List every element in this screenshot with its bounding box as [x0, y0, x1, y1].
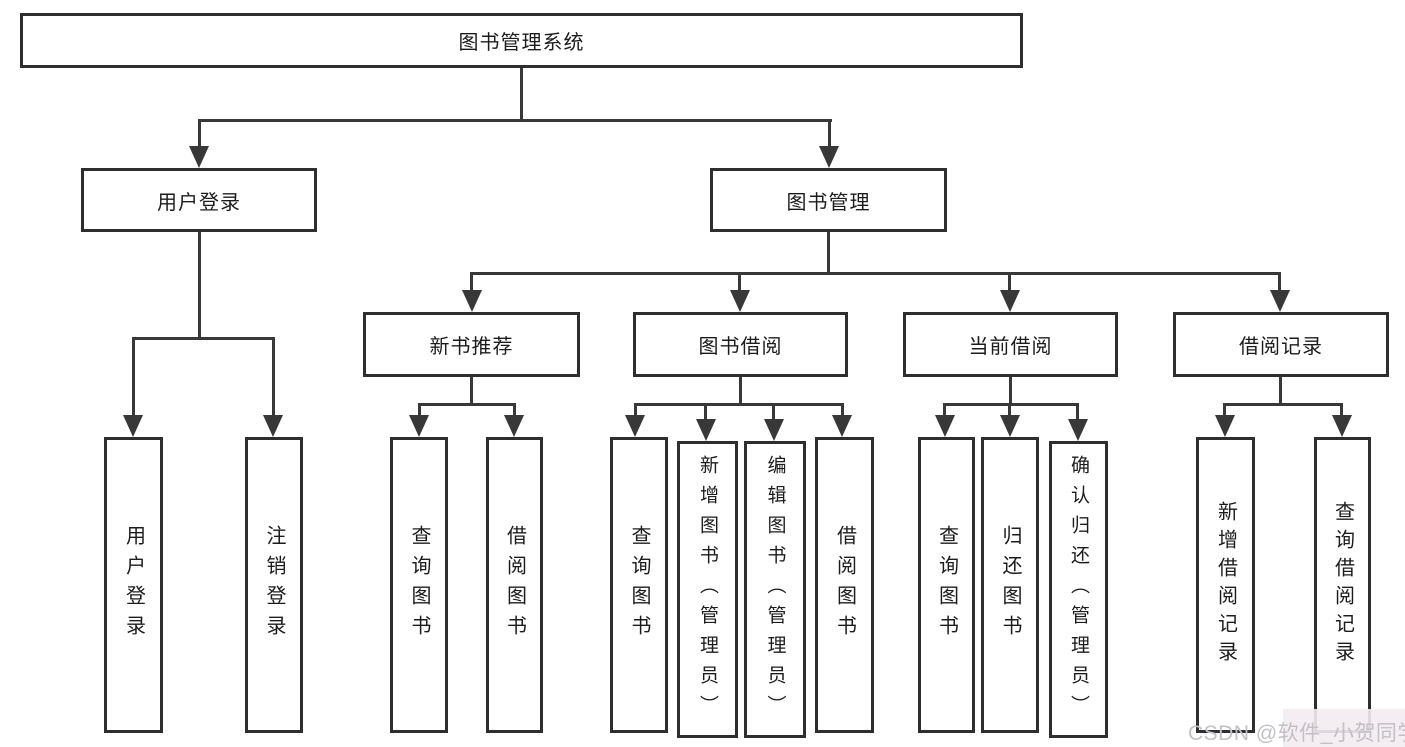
connector-arrow-line: [828, 119, 831, 149]
arrow-down-icon: [462, 290, 482, 312]
watermark-text: CSDN @软件_小贺同学: [1188, 722, 1405, 745]
node-label: 借阅图书: [833, 525, 856, 645]
node-new-book-recommend: 新书推荐: [363, 312, 580, 377]
connector-arrow-line: [1008, 272, 1011, 292]
arrow-down-icon: [819, 146, 839, 168]
node-leaf-nbr-query-books: 查询图书: [390, 437, 448, 733]
arrow-down-icon: [1270, 290, 1290, 312]
node-label: 当前借阅: [968, 336, 1053, 358]
node-leaf-cb-query-books: 查询图书: [918, 437, 975, 733]
arrow-down-icon: [1332, 415, 1352, 437]
connector-book-mgmt-bar: [470, 272, 1281, 275]
node-label: 图书管理: [786, 191, 871, 214]
node-leaf-br-add-record: 新增借阅记录: [1196, 437, 1255, 733]
node-leaf-bb-edit-books-admin: 编辑图书（管理员）: [744, 441, 806, 738]
connector-bb-bar: [634, 403, 843, 406]
node-label: 注销登录: [263, 525, 285, 645]
connector-arrow-line: [772, 403, 775, 421]
node-label: 用户登录: [157, 191, 241, 214]
node-label: 图书管理系统: [458, 32, 585, 54]
arrow-down-icon: [1068, 419, 1088, 441]
arrow-down-icon: [832, 415, 852, 437]
node-borrowing-records: 借阅记录: [1173, 312, 1389, 377]
connector-book-mgmt-stub: [827, 232, 830, 272]
node-label: 查询图书: [935, 525, 958, 645]
node-leaf-bb-borrow-books: 借阅图书: [815, 437, 874, 733]
node-label: 借阅记录: [1239, 336, 1323, 358]
node-leaf-user-login: 用户登录: [104, 437, 163, 733]
node-leaf-cb-return-books: 归还图书: [981, 437, 1039, 733]
node-leaf-bb-add-books-admin: 新增图书（管理员）: [677, 441, 738, 738]
connector-arrow-line: [1223, 403, 1226, 419]
node-label: 图书借阅: [698, 336, 783, 358]
connector-root-stub: [520, 68, 523, 120]
arrow-down-icon: [730, 290, 750, 312]
connector-arrow-line: [1008, 403, 1011, 419]
arrow-down-icon: [123, 415, 143, 437]
node-book-management: 图书管理: [710, 168, 947, 232]
arrow-down-icon: [1000, 290, 1020, 312]
node-leaf-cb-confirm-return-admin: 确认归还（管理员）: [1049, 441, 1108, 738]
connector-arrow-line: [272, 337, 275, 417]
arrow-down-icon: [1000, 415, 1020, 437]
node-label: 确认归还（管理员）: [1068, 454, 1089, 725]
connector-nbr-stub: [470, 377, 473, 403]
node-label: 借阅图书: [503, 525, 526, 645]
node-label: 新书推荐: [429, 336, 514, 358]
connector-user-login-stub: [198, 232, 201, 337]
node-leaf-logout: 注销登录: [245, 437, 303, 733]
node-label: 查询借阅记录: [1331, 501, 1354, 669]
node-label: 归还图书: [999, 525, 1021, 645]
connector-br-stub: [1279, 377, 1282, 403]
connector-arrow-line: [1076, 403, 1079, 421]
connector-arrow-line: [132, 337, 135, 417]
node-current-borrowing: 当前借阅: [903, 312, 1118, 377]
connector-arrow-line: [1278, 272, 1281, 292]
node-book-borrowing: 图书借阅: [633, 312, 848, 377]
arrow-down-icon: [263, 415, 283, 437]
connector-bb-stub: [739, 377, 742, 403]
node-leaf-br-query-record: 查询借阅记录: [1314, 437, 1371, 733]
connector-user-login-bar: [132, 337, 275, 340]
connector-arrow-line: [634, 403, 637, 419]
connector-arrow-line: [1340, 403, 1343, 419]
arrow-down-icon: [504, 415, 524, 437]
arrow-down-icon: [764, 419, 784, 441]
arrow-down-icon: [189, 146, 209, 168]
watermark-backdrop: [1283, 709, 1405, 747]
connector-arrow-line: [470, 272, 473, 292]
connector-br-bar: [1223, 403, 1343, 406]
arrow-down-icon: [935, 415, 955, 437]
connector-arrow-line: [738, 272, 741, 292]
arrow-down-icon: [1215, 415, 1235, 437]
connector-arrow-line: [704, 403, 707, 421]
connector-cb-stub: [1009, 377, 1012, 403]
arrow-down-icon: [696, 419, 716, 441]
connector-nbr-bar: [418, 403, 516, 406]
node-label: 编辑图书（管理员）: [764, 454, 786, 725]
node-leaf-nbr-borrow-books: 借阅图书: [486, 437, 543, 733]
node-library-management-system: 图书管理系统: [20, 13, 1023, 68]
connector-arrow-line: [841, 403, 844, 419]
node-label: 查询图书: [628, 525, 650, 645]
arrow-down-icon: [409, 415, 429, 437]
connector-arrow-line: [513, 403, 516, 419]
connector-root-bar: [198, 119, 832, 122]
node-leaf-bb-query-books: 查询图书: [610, 437, 668, 733]
node-label: 新增借阅记录: [1214, 501, 1237, 669]
node-user-login: 用户登录: [81, 168, 317, 232]
connector-arrow-line: [943, 403, 946, 419]
arrow-down-icon: [625, 415, 645, 437]
node-label: 查询图书: [408, 525, 430, 645]
connector-cb-bar: [943, 403, 1079, 406]
node-label: 新增图书（管理员）: [697, 454, 718, 725]
connector-arrow-line: [418, 403, 421, 419]
node-label: 用户登录: [122, 525, 145, 645]
connector-arrow-line: [198, 119, 201, 149]
